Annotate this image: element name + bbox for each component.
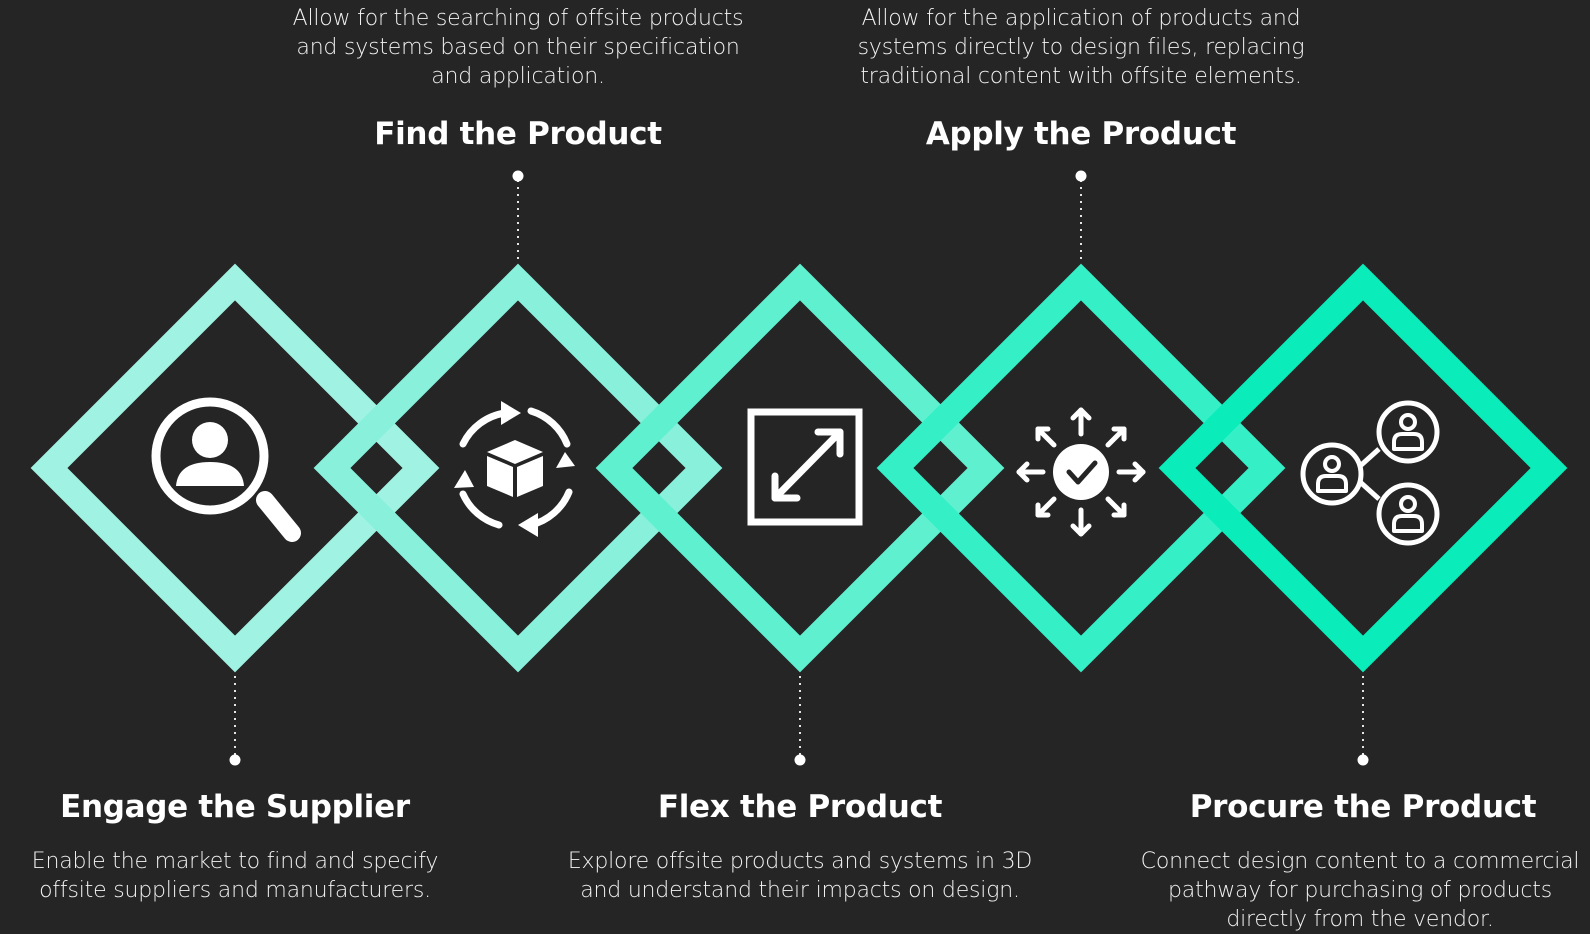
diamond-frame-4	[876, 263, 1286, 673]
diamond-frame-5	[1158, 263, 1568, 673]
connector-4	[1075, 170, 1087, 260]
resize-expand-icon	[747, 408, 863, 526]
connector-2	[512, 170, 524, 260]
connector-1	[229, 676, 241, 766]
diamond-frame-1	[30, 263, 440, 673]
diamond-frame-3	[595, 263, 1005, 673]
step-4-title: Apply the Product	[925, 116, 1237, 152]
connector-3	[794, 676, 806, 766]
step-4-description: Allow for the application of products an…	[857, 6, 1305, 89]
user-search-icon	[151, 397, 301, 542]
step-1-description: Enable the market to find and specify of…	[31, 849, 439, 903]
connector-5	[1357, 676, 1369, 766]
step-2-description: Allow for the searching of offsite produ…	[292, 6, 744, 89]
step-1-title: Engage the Supplier	[60, 789, 410, 825]
step-3-description: Explore offsite products and systems in …	[567, 849, 1033, 903]
check-distribute-icon	[1016, 407, 1146, 537]
diamond-frames	[30, 263, 1568, 673]
step-3-title: Flex the Product	[657, 789, 943, 825]
step-5-description: Connect design content to a commercial p…	[1140, 849, 1580, 932]
step-5-title: Procure the Product	[1189, 789, 1537, 825]
connectors	[229, 170, 1369, 766]
step-2-title: Find the Product	[374, 116, 662, 152]
diamond-frame-2	[313, 263, 723, 673]
box-cycle-icon	[454, 401, 575, 537]
user-network-icon	[1300, 400, 1440, 546]
